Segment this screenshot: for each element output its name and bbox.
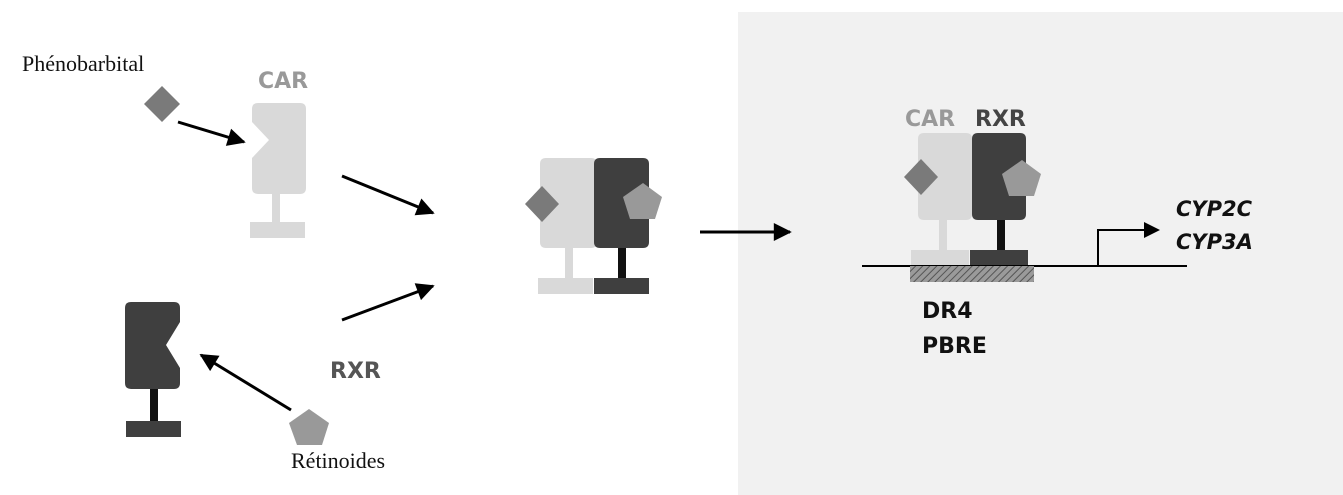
element-label-pbre: PBRE — [922, 334, 987, 359]
car-receptor-free — [250, 103, 306, 238]
element-label-dr4: DR4 — [922, 299, 973, 324]
rxr-free-label: RXR — [330, 359, 381, 384]
car-rxr-heterodimer — [525, 158, 662, 294]
pentagon-icon — [289, 409, 329, 445]
arrow-phenobarbital-to-car — [177, 120, 246, 146]
pentagon-icon — [1002, 160, 1041, 196]
arrow-car-to-complex — [341, 174, 435, 216]
arrow-retinoides-to-rxr — [199, 353, 292, 412]
rxr-receptor-free — [125, 302, 181, 437]
diamond-icon — [904, 159, 938, 195]
car-free-label: CAR — [258, 69, 308, 94]
diamond-icon — [144, 86, 180, 122]
phenobarbital-label: Phénobarbital — [22, 51, 144, 76]
retinoides-label: Rétinoides — [291, 448, 385, 473]
pentagon-icon — [623, 183, 662, 219]
nucleus-panel — [738, 12, 1343, 495]
diamond-icon — [525, 186, 559, 222]
car-rxr-dna-bound-complex — [904, 133, 1041, 265]
gene-label-cyp2c: CYP2C — [1176, 197, 1253, 221]
rxr-bound-label: RXR — [975, 107, 1026, 132]
arrow-rxr-to-complex — [341, 283, 435, 322]
car-bound-label: CAR — [905, 107, 955, 132]
gene-label-cyp3a: CYP3A — [1176, 230, 1253, 254]
bent-arrow-icon — [1097, 222, 1160, 266]
response-element — [910, 266, 1034, 282]
